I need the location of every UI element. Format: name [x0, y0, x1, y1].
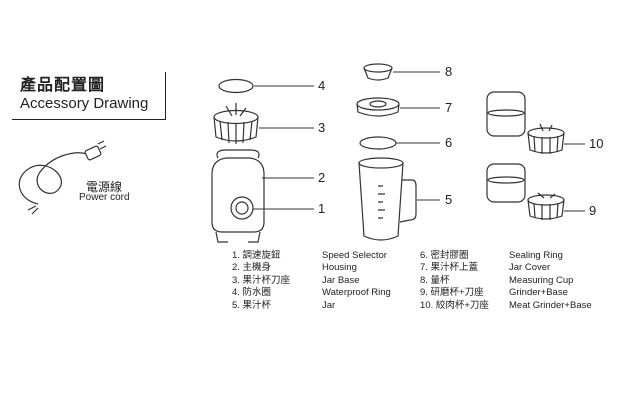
power-cord-label-english: Power cord [79, 192, 130, 203]
legend-item: 5. 果汁杯 [232, 299, 272, 311]
legend-right-chinese: 6. 密封膠圈 7. 果汁杯上蓋 8. 量杯 9. 研磨杯+刀座 10. 絞肉杯… [420, 250, 489, 312]
speed-selector-icon [230, 196, 254, 220]
legend-item: 3. 果汁杯刀座 [232, 274, 291, 286]
callout-10: 10 [589, 136, 604, 151]
sealing-ring-icon [359, 136, 397, 150]
legend-item: Jar Cover [509, 262, 551, 274]
legend-item: Meat Grinder+Base [509, 299, 592, 311]
callout-6: 6 [445, 135, 453, 150]
legend-item: Jar Base [322, 274, 360, 286]
title-chinese: 產品配置圖 [20, 75, 106, 94]
legend-item: Housing [322, 262, 357, 274]
grinder-icon [486, 163, 565, 220]
callout-9: 9 [589, 203, 597, 218]
legend-item: Measuring Cup [509, 274, 574, 286]
legend-item: Jar [322, 299, 336, 311]
legend-item: Sealing Ring [509, 250, 563, 261]
callout-4: 4 [318, 78, 326, 93]
jar-base-icon [213, 103, 259, 144]
callout-1: 1 [318, 201, 326, 216]
legend-item: 8. 量杯 [420, 274, 450, 286]
legend-item: 4. 防水圈 [232, 287, 272, 299]
meat-grinder-icon [486, 91, 565, 154]
legend-item: 10. 絞肉杯+刀座 [420, 299, 489, 311]
measuring-cup-icon [363, 63, 393, 81]
jar-cover-icon [356, 97, 400, 117]
legend-left-chinese: 1. 調速旋鈕 2. 主機身 3. 果汁杯刀座 4. 防水圈 5. 果汁杯 [232, 250, 290, 312]
legend-item: 6. 密封膠圈 [420, 250, 469, 261]
legend-item: Speed Selector [322, 250, 387, 261]
callout-8: 8 [445, 64, 453, 79]
legend-right-english: Sealing Ring Jar Cover Measuring Cup Gri… [509, 250, 592, 312]
leader-lines [253, 71, 585, 212]
legend-item: Waterproof Ring [322, 287, 391, 299]
callout-7: 7 [445, 100, 453, 115]
legend-item: 1. 調速旋鈕 [232, 250, 281, 261]
legend-item: 2. 主機身 [232, 262, 272, 274]
callout-2: 2 [318, 170, 326, 185]
legend-item: Grinder+Base [509, 287, 568, 299]
callout-5: 5 [445, 192, 453, 207]
title-box: 產品配置圖 Accessory Drawing [12, 72, 166, 120]
callout-3: 3 [318, 120, 326, 135]
jar-icon [358, 157, 417, 241]
waterproof-ring-icon [218, 78, 254, 94]
legend-left-english: Speed Selector Housing Jar Base Waterpro… [322, 250, 391, 312]
housing-icon [211, 149, 265, 243]
legend-item: 7. 果汁杯上蓋 [420, 262, 479, 274]
power-cord-label-chinese: 電源線 [86, 180, 123, 194]
legend-item: 9. 研磨杯+刀座 [420, 287, 484, 299]
title-english: Accessory Drawing [20, 95, 149, 112]
power-cord-icon [18, 140, 107, 215]
